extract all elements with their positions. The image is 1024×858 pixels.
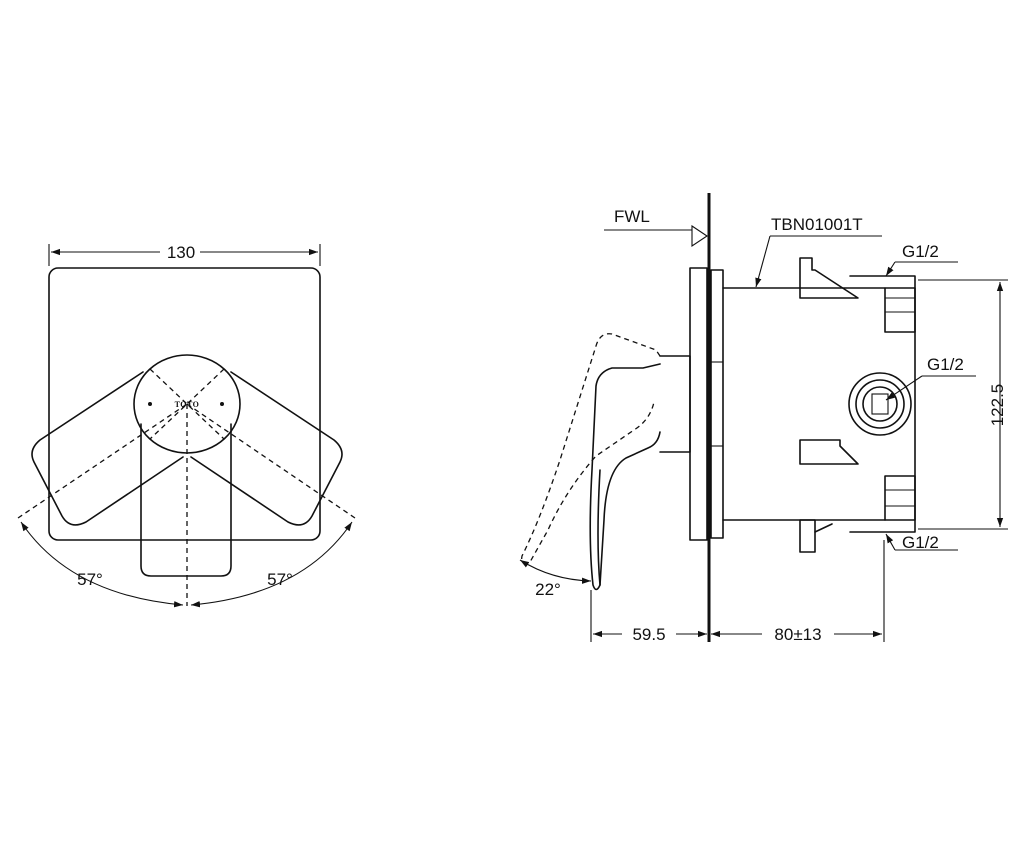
bracket-bottom-tab	[814, 523, 833, 533]
width-label: 130	[167, 243, 195, 262]
valve-body	[722, 287, 916, 521]
hub-cross-a	[149, 368, 225, 440]
port-top-leader	[885, 261, 896, 277]
handle-rotated-left	[31, 371, 184, 526]
port-top-label: G1/2	[902, 242, 939, 261]
port-bottom-leader	[885, 533, 896, 551]
cover-plate-side	[689, 267, 708, 541]
handle-side-inner	[597, 469, 601, 586]
flange	[710, 269, 724, 539]
front-view: 130 TOTO 57° 57°	[17, 243, 356, 608]
port-center-inner	[862, 386, 898, 422]
centerline-left	[17, 403, 188, 519]
centerline-right	[186, 403, 356, 519]
hub-cross-b	[149, 368, 225, 440]
handle-center	[140, 423, 232, 577]
port-center-square	[871, 393, 889, 415]
depth-back-label: 80±13	[774, 625, 821, 644]
depth-front-label: 59.5	[632, 625, 665, 644]
model-label: TBN01001T	[771, 215, 863, 234]
angle-arc-left	[20, 521, 184, 608]
bracket-bottom	[799, 519, 816, 553]
handle-side-rotated	[521, 333, 661, 564]
handle-side	[589, 363, 661, 591]
angle-left-label: 57°	[77, 570, 103, 589]
model-leader	[755, 235, 771, 288]
side-view: FWL TBN01001T G	[519, 193, 1008, 644]
fwl-flag	[691, 224, 708, 248]
fwl-label: FWL	[614, 207, 650, 226]
hub-dot-left	[148, 402, 152, 406]
angle-right-label: 57°	[267, 570, 293, 589]
handle-base-side	[659, 355, 691, 453]
port-center-outer	[848, 372, 912, 436]
hub-dot-right	[220, 402, 224, 406]
port-bottom	[849, 475, 916, 533]
angle-arc-right	[190, 521, 353, 608]
tilt-angle-arc	[519, 559, 592, 584]
port-center-leader	[885, 375, 923, 401]
port-center-label: G1/2	[927, 355, 964, 374]
tilt-angle-label: 22°	[535, 580, 561, 599]
port-top	[849, 275, 916, 333]
bracket-top	[799, 257, 859, 299]
height-label: 122.5	[988, 384, 1007, 427]
port-center-mid	[855, 379, 905, 429]
bracket-middle	[799, 439, 859, 465]
port-bottom-label: G1/2	[902, 533, 939, 552]
cover-plate	[48, 267, 321, 541]
